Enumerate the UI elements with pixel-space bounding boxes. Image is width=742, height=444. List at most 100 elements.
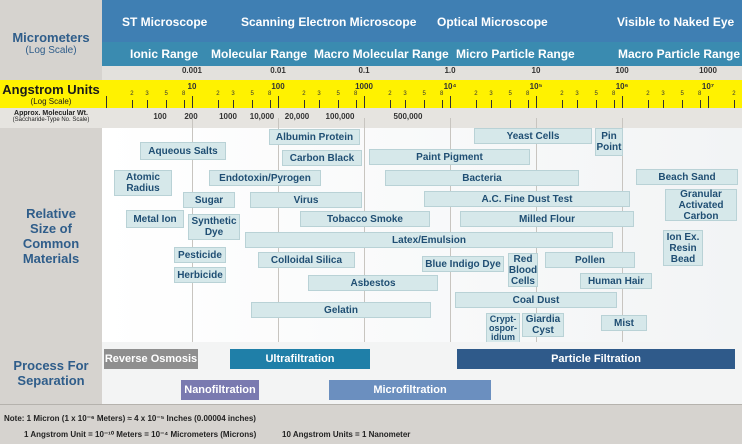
- angstrom-minor-label: 8: [181, 91, 186, 97]
- relative-label-2: Size of: [30, 221, 72, 236]
- material-tobacco-smoke: Tobacco Smoke: [300, 211, 430, 227]
- molwt-label: Approx. Molecular Wt.: [14, 110, 88, 117]
- material-carbon-black: Carbon Black: [282, 150, 362, 166]
- angstrom-minor-label: 2: [732, 91, 736, 97]
- angstrom-minor-tick: [389, 100, 391, 108]
- angstrom-minor-tick: [441, 100, 443, 108]
- angstrom-minor-label: 5: [422, 91, 426, 97]
- angstrom-minor-tick: [561, 100, 563, 108]
- angstrom-minor-label: 3: [575, 91, 579, 97]
- sem-label: Scanning Electron Microscope: [241, 15, 417, 29]
- ionic-range-label: Ionic Range: [130, 47, 199, 61]
- material-pesticide: Pesticide: [174, 247, 226, 263]
- molwt-200: 200: [184, 112, 198, 121]
- angstrom-major-1e4: 10⁴: [443, 82, 457, 91]
- particle-filtration-bar: Particle Filtration: [457, 349, 735, 369]
- molwt-label-cell: Approx. Molecular Wt. (Saccharide-Type N…: [0, 108, 102, 128]
- relative-size-label-cell: Relative Size of Common Materials: [0, 128, 102, 342]
- angstrom-minor-tick: [233, 100, 235, 108]
- material-yeast-cells: Yeast Cells: [474, 128, 592, 144]
- material-latex-emulsion: Latex/Emulsion: [245, 232, 613, 248]
- angstrom-minor-label: 3: [489, 91, 493, 97]
- molwt-1000: 1000: [219, 112, 237, 121]
- process-label-2: Separation: [17, 373, 85, 388]
- micrometers-sublabel: (Log Scale): [25, 45, 77, 56]
- material-human-hair: Human Hair: [580, 273, 652, 289]
- angstrom-minor-tick: [527, 100, 529, 108]
- angstrom-minor-label: 2: [474, 91, 478, 97]
- material-aqueous-salts: Aqueous Salts: [140, 142, 226, 160]
- material-sugar: Sugar: [183, 192, 235, 208]
- micrometer-tick-001: 0.01: [270, 66, 286, 75]
- angstrom-minor-label: 3: [231, 91, 235, 97]
- angstrom-minor-label: 5: [508, 91, 512, 97]
- micrometer-tick-1: 1.0: [444, 66, 456, 75]
- micrometer-tick-10: 10: [531, 66, 541, 75]
- angstrom-major-10: 10: [187, 82, 197, 91]
- angstrom-major-tick: [536, 96, 537, 108]
- angstrom-minor-label: 8: [267, 91, 272, 97]
- micrometer-scale-row: [102, 66, 742, 80]
- angstrom-minor-tick: [424, 100, 426, 108]
- nanofiltration-bar: Nanofiltration: [181, 380, 259, 400]
- angstrom-ruler: [102, 80, 742, 108]
- relative-label-4: Materials: [22, 251, 80, 266]
- microscope-header: [102, 0, 742, 42]
- angstrom-major-tick: [106, 96, 107, 108]
- angstrom-minor-label: 3: [145, 91, 149, 97]
- angstrom-major-100: 100: [271, 82, 285, 91]
- angstrom-major-tick: [192, 96, 193, 108]
- angstrom-major-1e7: 10⁷: [701, 82, 715, 91]
- molwt-row: [102, 108, 742, 128]
- material-giardia-cyst: Giardia Cyst: [522, 313, 564, 337]
- angstrom-minor-tick: [613, 100, 615, 108]
- angstrom-minor-tick: [269, 100, 271, 108]
- material-milled-flour: Milled Flour: [460, 211, 634, 227]
- angstrom-minor-label: 3: [403, 91, 407, 97]
- material-asbestos: Asbestos: [308, 275, 438, 291]
- material-colloidal-silica: Colloidal Silica: [258, 252, 355, 268]
- angstrom-minor-tick: [491, 100, 493, 108]
- material-granular-activated-carbon: Granular Activated Carbon: [665, 189, 737, 222]
- microfiltration-bar: Microfiltration: [329, 380, 491, 400]
- note-2: 1 Angstrom Unit = 10⁻¹⁰ Meters = 10⁻⁴ Mi…: [24, 430, 257, 439]
- angstrom-minor-label: 8: [439, 91, 444, 97]
- molecular-range-label: Molecular Range: [211, 47, 308, 61]
- angstrom-sublabel: (Log Scale): [30, 97, 72, 106]
- angstrom-minor-tick: [699, 100, 701, 108]
- angstrom-minor-label: 5: [594, 91, 598, 97]
- angstrom-minor-label: 8: [525, 91, 530, 97]
- angstrom-minor-tick: [596, 100, 598, 108]
- gridline-3: [364, 118, 365, 404]
- macro-particle-range-label: Macro Particle Range: [618, 47, 741, 61]
- angstrom-minor-tick: [303, 100, 305, 108]
- material-blue-indigo-dye: Blue Indigo Dye: [422, 256, 504, 272]
- footer: [0, 404, 742, 444]
- angstrom-minor-tick: [682, 100, 684, 108]
- micrometer-tick-01: 0.1: [358, 66, 370, 75]
- material-virus: Virus: [250, 192, 362, 208]
- material-paint-pigment: Paint Pigment: [369, 149, 530, 165]
- material-red-blood-cells: Red Blood Cells: [508, 253, 538, 287]
- angstrom-minor-tick: [319, 100, 321, 108]
- angstrom-minor-tick: [338, 100, 340, 108]
- material-coal-dust: Coal Dust: [455, 292, 617, 308]
- material-beach-sand: Beach Sand: [636, 169, 738, 185]
- material-bacteria: Bacteria: [385, 170, 579, 186]
- angstrom-major-tick: [708, 96, 709, 108]
- angstrom-minor-tick: [510, 100, 512, 108]
- angstrom-minor-tick: [733, 100, 735, 108]
- angstrom-minor-label: 2: [130, 91, 134, 97]
- angstrom-minor-label: 8: [697, 91, 702, 97]
- angstrom-minor-label: 5: [164, 91, 168, 97]
- molwt-100000: 100,000: [325, 112, 355, 121]
- material-albumin-protein: Albumin Protein: [269, 129, 360, 145]
- material-herbicide: Herbicide: [174, 267, 226, 283]
- angstrom-minor-tick: [217, 100, 219, 108]
- material-ac-fine-dust: A.C. Fine Dust Test: [424, 191, 630, 207]
- material-metal-ion: Metal Ion: [126, 210, 184, 228]
- naked-eye-label: Visible to Naked Eye: [617, 15, 735, 29]
- angstrom-label-cell: Angstrom Units (Log Scale): [0, 80, 102, 108]
- molwt-10000: 10,000: [249, 112, 275, 121]
